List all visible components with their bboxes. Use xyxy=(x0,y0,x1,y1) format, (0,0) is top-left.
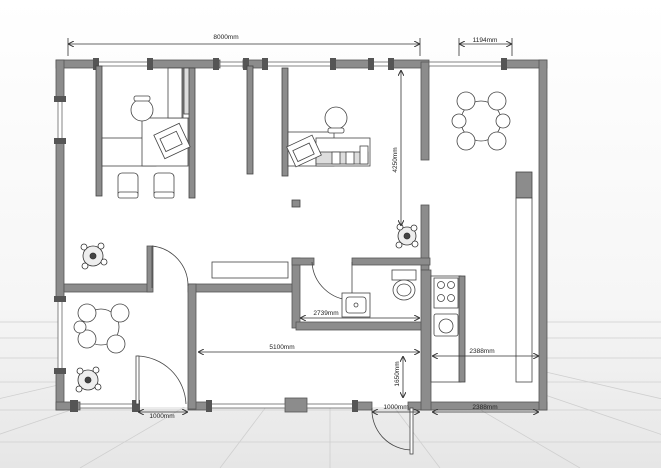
chair-icon xyxy=(451,91,511,151)
dim-bathroom-width: 2739mm xyxy=(313,310,338,317)
dimension-lines xyxy=(67,38,539,412)
dim-top-right-width: 1194mm xyxy=(473,37,498,44)
stove-icon xyxy=(433,277,459,309)
office-center xyxy=(246,65,371,208)
reception-desk xyxy=(211,261,289,279)
plant-icon xyxy=(395,223,419,249)
chair-icon xyxy=(73,303,130,354)
dim-corridor-width: 5100mm xyxy=(269,344,294,351)
dimension-labels: 8000mm 1194mm 4250mm 2739mm 5100mm 1650m… xyxy=(149,34,497,420)
sink-icon xyxy=(433,313,459,337)
dim-kitchen-width-lower: 2388mm xyxy=(472,404,497,411)
dim-top-width: 8000mm xyxy=(213,34,238,41)
bathroom xyxy=(341,292,371,318)
chair-icon xyxy=(117,95,175,199)
plant-icon xyxy=(75,366,102,393)
dim-corridor-height: 1650mm xyxy=(394,361,401,386)
dim-vertical-right: 4250mm xyxy=(392,147,399,172)
office-left xyxy=(95,65,196,199)
window-studs xyxy=(54,58,507,412)
toilet-icon xyxy=(391,269,417,301)
plant-icon xyxy=(80,242,108,270)
dim-kitchen-width-upper: 2388mm xyxy=(469,348,494,355)
dim-door-left-width: 1000mm xyxy=(149,413,174,420)
dim-door-right-width: 1000mm xyxy=(383,404,408,411)
